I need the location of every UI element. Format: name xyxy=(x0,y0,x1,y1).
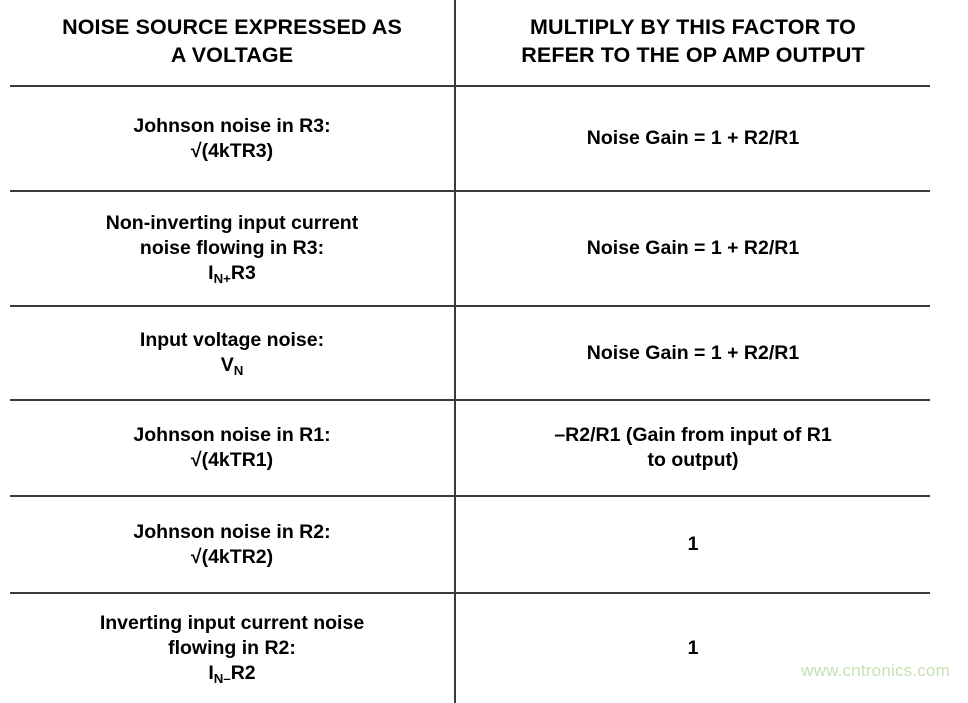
factor-line2: to output) xyxy=(647,449,739,472)
multiply-factor-cell: 1 xyxy=(455,496,930,595)
noise-source-line1: Johnson noise in R1: xyxy=(133,424,331,447)
factor-line1: –R2/R1 (Gain from input of R1 xyxy=(554,424,832,447)
column-header-multiply-factor: MULTIPLY BY THIS FACTOR TO REFER TO THE … xyxy=(455,0,930,88)
expression-prefix: √(4kTR3) xyxy=(190,139,274,162)
noise-source-text: Johnson noise in R1: √(4kTR1) xyxy=(10,409,454,487)
noise-source-cell: Non-inverting input current noise flowin… xyxy=(10,191,456,308)
expression-prefix: √(4kTR1) xyxy=(190,449,274,472)
table-row: Johnson noise in R3: √(4kTR3) Noise Gain… xyxy=(10,86,930,193)
column-header-noise-source: NOISE SOURCE EXPRESSED AS A VOLTAGE xyxy=(10,0,456,88)
table-row: Inverting input current noise flowing in… xyxy=(10,593,930,703)
multiply-factor-cell: –R2/R1 (Gain from input of R1 to output) xyxy=(455,400,930,498)
header-left-line1: NOISE SOURCE EXPRESSED AS xyxy=(62,15,402,39)
factor-line1: Noise Gain = 1 + R2/R1 xyxy=(586,127,800,150)
noise-source-line1b: noise flowing in R3: xyxy=(139,237,325,260)
multiply-factor-text: Noise Gain = 1 + R2/R1 xyxy=(456,222,930,275)
noise-source-cell: Inverting input current noise flowing in… xyxy=(10,593,456,703)
noise-source-expression: IN–R2 xyxy=(208,662,256,687)
column-header-noise-source-text: NOISE SOURCE EXPRESSED AS A VOLTAGE xyxy=(10,0,454,85)
noise-source-line1: Inverting input current noise xyxy=(99,612,365,635)
noise-gain-table: NOISE SOURCE EXPRESSED AS A VOLTAGE MULT… xyxy=(10,0,930,703)
noise-source-cell: Input voltage noise: VN xyxy=(10,306,456,402)
noise-source-expression: IN+R3 xyxy=(208,262,256,287)
multiply-factor-text: –R2/R1 (Gain from input of R1 to output) xyxy=(456,409,930,487)
noise-source-line1: Non-inverting input current xyxy=(105,212,359,235)
multiply-factor-cell: Noise Gain = 1 + R2/R1 xyxy=(455,306,930,402)
expression-subscript: N xyxy=(233,363,244,379)
multiply-factor-cell: 1 xyxy=(455,593,930,703)
multiply-factor-text: 1 xyxy=(456,622,930,675)
column-header-multiply-factor-text: MULTIPLY BY THIS FACTOR TO REFER TO THE … xyxy=(456,0,930,85)
noise-source-expression: √(4kTR1) xyxy=(191,449,273,471)
noise-source-text: Inverting input current noise flowing in… xyxy=(10,597,454,700)
factor-line1: Noise Gain = 1 + R2/R1 xyxy=(586,341,800,364)
watermark: www.cntronics.com xyxy=(801,661,950,680)
noise-source-expression: VN xyxy=(220,354,244,379)
table-header-row: NOISE SOURCE EXPRESSED AS A VOLTAGE MULT… xyxy=(10,0,930,88)
noise-source-text: Input voltage noise: VN xyxy=(10,314,454,392)
noise-source-line1: Johnson noise in R2: xyxy=(133,520,331,543)
multiply-factor-text: Noise Gain = 1 + R2/R1 xyxy=(456,327,930,380)
table-body: Johnson noise in R3: √(4kTR3) Noise Gain… xyxy=(10,86,930,703)
table-header: NOISE SOURCE EXPRESSED AS A VOLTAGE MULT… xyxy=(10,0,930,88)
expression-subscript: N+ xyxy=(213,271,231,287)
noise-source-line1b: flowing in R2: xyxy=(168,637,296,660)
noise-source-cell: Johnson noise in R1: √(4kTR1) xyxy=(10,400,456,498)
factor-line1: 1 xyxy=(687,533,699,556)
noise-source-line1: Input voltage noise: xyxy=(139,329,325,352)
expression-prefix: √(4kTR2) xyxy=(190,545,274,568)
noise-source-line1: Johnson noise in R3: xyxy=(133,114,331,137)
multiply-factor-cell: Noise Gain = 1 + R2/R1 xyxy=(455,191,930,308)
factor-line1: 1 xyxy=(687,637,699,660)
table-row: Non-inverting input current noise flowin… xyxy=(10,191,930,308)
header-left-line2: A VOLTAGE xyxy=(170,42,294,67)
noise-source-expression: √(4kTR2) xyxy=(191,546,273,568)
multiply-factor-cell: Noise Gain = 1 + R2/R1 xyxy=(455,86,930,193)
noise-source-cell: Johnson noise in R3: √(4kTR3) xyxy=(10,86,456,193)
header-right-line2: REFER TO THE OP AMP OUTPUT xyxy=(521,42,865,67)
noise-source-expression: √(4kTR3) xyxy=(191,140,273,162)
table-row: Johnson noise in R2: √(4kTR2) 1 xyxy=(10,496,930,595)
expression-prefix: I xyxy=(208,262,214,284)
noise-source-text: Non-inverting input current noise flowin… xyxy=(10,197,454,300)
noise-source-text: Johnson noise in R3: √(4kTR3) xyxy=(10,100,454,178)
expression-suffix: R3 xyxy=(230,262,256,284)
table-row: Input voltage noise: VN Noise Gain = 1 +… xyxy=(10,306,930,402)
expression-subscript: N– xyxy=(213,671,231,687)
header-right-line1: MULTIPLY BY THIS FACTOR TO xyxy=(530,15,856,39)
factor-line1: Noise Gain = 1 + R2/R1 xyxy=(586,237,800,260)
noise-source-cell: Johnson noise in R2: √(4kTR2) xyxy=(10,496,456,595)
noise-source-text: Johnson noise in R2: √(4kTR2) xyxy=(10,506,454,584)
expression-suffix: R2 xyxy=(230,662,256,684)
expression-prefix: I xyxy=(208,662,214,684)
multiply-factor-text: Noise Gain = 1 + R2/R1 xyxy=(456,112,930,165)
multiply-factor-text: 1 xyxy=(456,518,930,571)
expression-prefix: V xyxy=(220,354,234,377)
table-row: Johnson noise in R1: √(4kTR1) –R2/R1 (Ga… xyxy=(10,400,930,498)
